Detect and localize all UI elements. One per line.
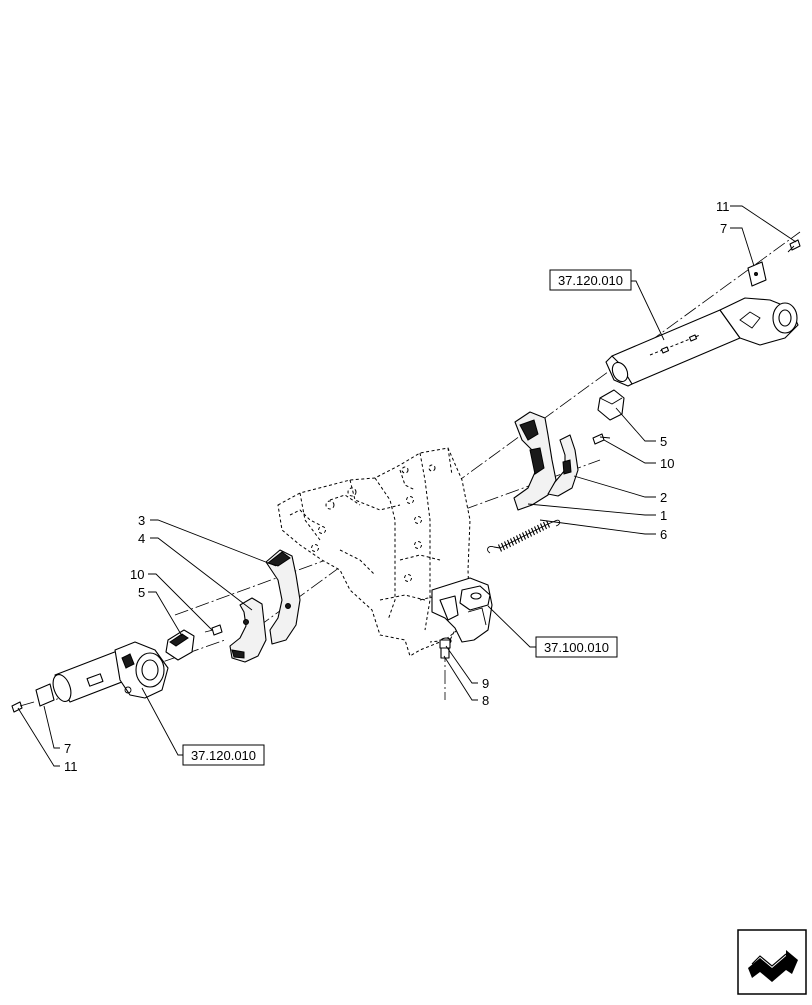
leader-11-left: [17, 707, 60, 767]
reference-label: 37.100.010: [544, 640, 609, 655]
bottom-left-stabilizer-cylinder: [52, 641, 169, 703]
spring-coil: [521, 532, 527, 540]
spring-coil: [500, 542, 506, 551]
spring-6: [487, 519, 561, 554]
leader-7-right: [730, 227, 755, 267]
spring-coil: [542, 521, 548, 530]
part-7-right-bracket: [747, 261, 767, 287]
leader-10-right: [603, 439, 656, 464]
reference-box-bottom-left[interactable]: 37.120.010: [182, 744, 265, 766]
spring-coil: [509, 538, 515, 546]
callout-11-right: 11: [716, 199, 730, 214]
leader-4: [150, 537, 253, 611]
leader-6: [539, 519, 656, 535]
callout-6: 6: [660, 527, 667, 542]
reference-box-center[interactable]: 37.100.010: [535, 636, 618, 658]
spring-coil: [545, 520, 551, 528]
spring-coil: [503, 541, 509, 549]
main-axis-line: [239, 231, 801, 641]
spring-coil: [533, 526, 539, 534]
leader-2: [573, 475, 656, 498]
bolt-10-left: [204, 624, 223, 636]
callout-7-right: 7: [720, 221, 727, 236]
leader-ref-center: [487, 605, 536, 648]
washer-9: [439, 639, 451, 649]
spring-coil: [524, 530, 530, 539]
spring-coil: [536, 524, 542, 533]
callout-10-right: 10: [660, 456, 674, 471]
callout-9: 9: [482, 676, 489, 691]
leader-ref-top-right: [631, 280, 665, 341]
callout-7-left: 7: [64, 741, 71, 756]
spring-coil: [539, 523, 545, 531]
leader-3: [150, 519, 277, 567]
leader-7-left: [43, 705, 60, 749]
reference-box-top-right[interactable]: 37.120.010: [549, 269, 632, 291]
leader-11-right: [730, 205, 797, 243]
callout-5-left: 5: [138, 585, 145, 600]
bolt-11-left: [11, 701, 35, 713]
callout-1: 1: [660, 508, 667, 523]
callout-11-left: 11: [64, 759, 78, 774]
hitch-bracket-frame: [277, 447, 471, 657]
leader-lines: [17, 205, 797, 767]
callout-8: 8: [482, 693, 489, 708]
bolt-8: [440, 647, 450, 659]
reference-label: 37.120.010: [191, 748, 256, 763]
spring-coil: [518, 533, 524, 542]
callout-numbers: 11 7 5 10 2 1 6 9 8 3 4 10 5 7 11: [64, 199, 730, 774]
spring-coil: [530, 527, 536, 536]
callout-5-right: 5: [660, 434, 667, 449]
spring-coil: [512, 536, 518, 545]
next-page-arrow-icon[interactable]: [737, 929, 807, 995]
callout-3: 3: [138, 513, 145, 528]
part-5-right-pad: [597, 389, 625, 421]
bolt-11-right: [787, 239, 801, 253]
part-2-narrow-plate: [547, 434, 579, 497]
leader-10-left: [148, 573, 213, 631]
leader-5-right: [615, 407, 656, 442]
spring-coil: [515, 535, 521, 543]
leader-5-left: [148, 591, 183, 637]
leader-ref-bottom-left: [141, 687, 183, 756]
leader-8: [443, 655, 478, 701]
bolt-10-right: [592, 433, 611, 445]
part-1-curved-plate: [513, 411, 557, 511]
callout-10-left: 10: [130, 567, 144, 582]
spring-coil: [527, 529, 533, 537]
spring-coil: [506, 539, 512, 548]
reference-label: 37.120.010: [558, 273, 623, 288]
leader-9: [445, 645, 478, 684]
part-7-left-bracket: [35, 683, 55, 707]
part-4-curved-plate: [229, 597, 267, 663]
top-right-stabilizer-cylinder: [605, 297, 799, 387]
callout-2: 2: [660, 490, 667, 505]
callout-4: 4: [138, 531, 145, 546]
spring-coil: [497, 544, 503, 552]
part-5-left-pad: [165, 629, 195, 661]
leader-1: [527, 503, 656, 516]
